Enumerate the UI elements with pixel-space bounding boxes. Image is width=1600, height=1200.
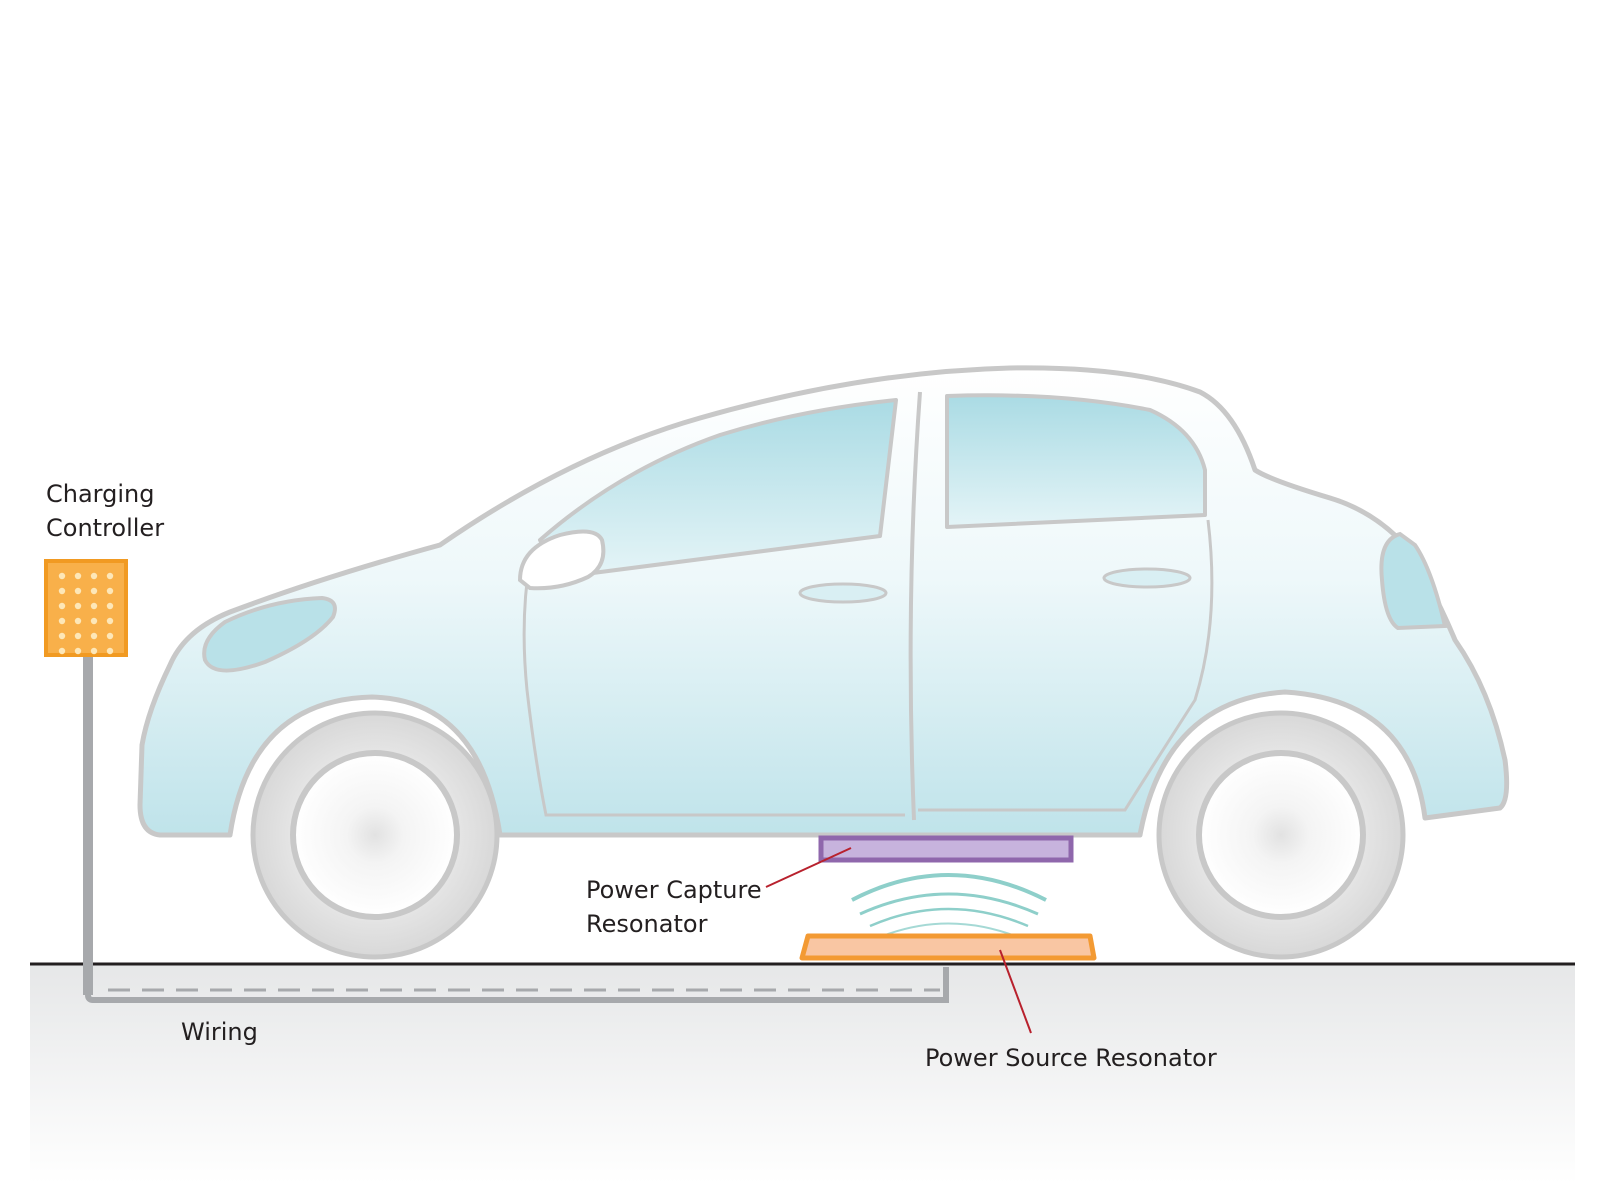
controller-led-dot — [106, 617, 114, 625]
rear-hub — [1196, 750, 1366, 920]
wave-4 — [879, 922, 1019, 938]
controller-post — [83, 655, 93, 995]
controller-led-dot — [74, 602, 82, 610]
controller-led-dot — [58, 587, 66, 595]
charging-controller-icon — [44, 559, 128, 657]
controller-led-dot — [106, 587, 114, 595]
controller-led-dot — [58, 632, 66, 640]
controller-led-dot — [58, 647, 66, 655]
power-capture-label-line1: Power Capture — [586, 876, 762, 904]
controller-led-dot — [90, 602, 98, 610]
car-rear-wheel — [1156, 710, 1406, 960]
capture-leader-line — [765, 847, 852, 888]
power-source-resonator-label: Power Source Resonator — [925, 1044, 1217, 1072]
magnetic-field-waves-icon — [851, 873, 1047, 938]
power-capture-label-line2: Resonator — [586, 910, 708, 938]
controller-led-dot — [90, 632, 98, 640]
controller-led-dot — [58, 602, 66, 610]
controller-led-dot — [106, 632, 114, 640]
wiring-cable — [85, 967, 949, 1003]
car-rear-door-seam — [918, 519, 1214, 812]
controller-led-dot — [90, 572, 98, 580]
car-rear-door-handle — [1102, 567, 1192, 589]
source-leader-line — [999, 949, 1032, 1034]
controller-led-dot — [74, 647, 82, 655]
charging-controller — [44, 559, 128, 995]
controller-led-grid — [58, 572, 114, 655]
front-hub — [290, 750, 460, 920]
controller-led-dot — [74, 617, 82, 625]
car-side-mirror — [517, 529, 606, 591]
charging-controller-label-line1: Charging — [46, 480, 155, 508]
controller-led-dot — [90, 587, 98, 595]
charging-controller-label-line2: Controller — [46, 514, 165, 542]
car-tail-light — [1379, 531, 1448, 631]
car-front-door-handle — [798, 582, 888, 604]
controller-led-dot — [106, 602, 114, 610]
car-rear-window — [945, 393, 1207, 529]
controller-led-dot — [90, 647, 98, 655]
controller-led-dot — [90, 617, 98, 625]
controller-led-dot — [106, 572, 114, 580]
controller-led-dot — [106, 647, 114, 655]
wave-2 — [859, 892, 1039, 916]
power-capture-resonator — [818, 835, 1074, 863]
controller-led-dot — [74, 632, 82, 640]
controller-led-dot — [74, 587, 82, 595]
wiring-label: Wiring — [181, 1018, 258, 1046]
charging-controller-label: Charging Controller — [46, 477, 164, 545]
power-capture-resonator-label: Power Capture Resonator — [586, 873, 762, 941]
electric-car-icon — [137, 365, 1510, 960]
power-source-resonator — [799, 933, 1097, 961]
wiring-path — [85, 967, 949, 1003]
car-headlight — [202, 595, 337, 673]
car-front-wheel — [250, 710, 500, 960]
controller-led-dot — [74, 572, 82, 580]
wave-3 — [869, 907, 1029, 928]
controller-led-dot — [58, 617, 66, 625]
controller-led-dot — [58, 572, 66, 580]
car-front-door-seam — [522, 559, 905, 817]
car-b-pillar-seam — [908, 391, 922, 821]
wave-1 — [851, 873, 1047, 902]
